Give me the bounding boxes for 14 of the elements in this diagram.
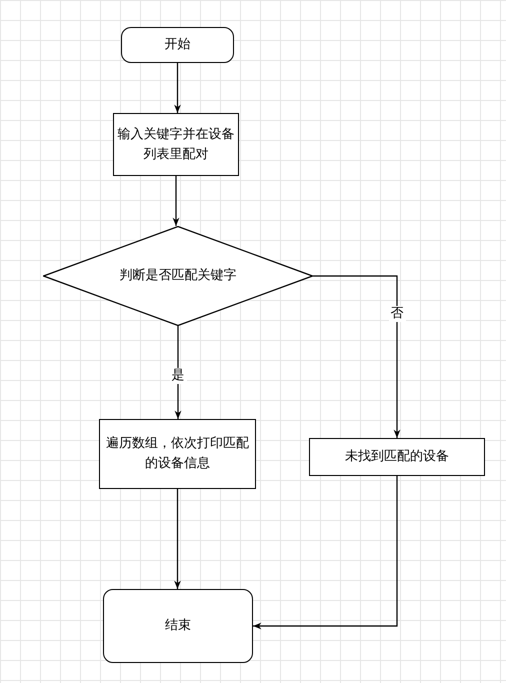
edge-label: 是 bbox=[170, 368, 186, 384]
terminal-box: 结束 bbox=[103, 589, 253, 663]
process-box: 输入关键字并在设备列表里配对 bbox=[113, 113, 239, 176]
process-box: 遍历数组，依次打印匹配的设备信息 bbox=[99, 419, 256, 489]
decision-diamond: 判断是否匹配关键字 bbox=[43, 226, 313, 326]
arrow bbox=[253, 476, 398, 630]
arrow bbox=[174, 489, 181, 589]
arrow bbox=[174, 63, 181, 113]
arrow bbox=[174, 326, 182, 419]
terminal-box: 开始 bbox=[121, 27, 234, 63]
edge-label: 否 bbox=[388, 306, 406, 322]
arrow bbox=[313, 275, 400, 438]
arrow bbox=[172, 176, 180, 226]
process-box: 未找到匹配的设备 bbox=[309, 438, 485, 476]
